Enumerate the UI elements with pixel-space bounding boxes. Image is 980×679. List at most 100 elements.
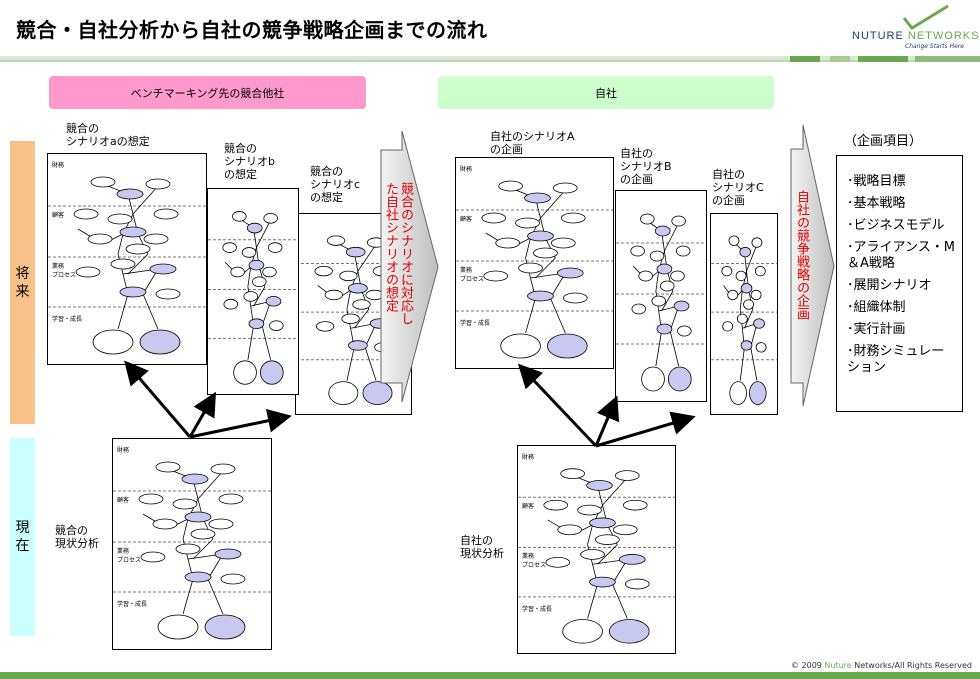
competitor-banner: ベンチマーキング先の競合他社 — [49, 76, 366, 109]
self-arrow-b — [594, 395, 620, 447]
strategy-node — [547, 333, 588, 359]
strategy-node — [753, 318, 765, 329]
map-category-label: 業務 プロセス — [460, 267, 485, 283]
strategy-node — [612, 524, 638, 536]
strategy-node — [339, 270, 358, 282]
strategy-node — [562, 619, 603, 644]
strategy-node — [755, 342, 767, 353]
self-banner: 自社 — [438, 76, 774, 109]
comp-arrow-b — [188, 391, 216, 438]
future-band: 将 来 — [10, 141, 35, 424]
self-current-label: 自社の 現状分析 — [460, 534, 504, 560]
strategy-node — [140, 551, 166, 563]
strategy-node — [315, 321, 335, 332]
map-category-label: 顧客 — [460, 216, 473, 223]
header-divider — [0, 56, 980, 62]
self-strategy-arrow — [790, 124, 835, 407]
strategy-node — [208, 518, 234, 530]
strategy-node — [184, 511, 212, 523]
plan-items-box: ･戦略目標 ･基本戦略 ･ビジネスモデル ･アライアンス・M ＆A戦略 ･展開シ… — [836, 155, 963, 412]
copyright-brand: Nuture — [824, 661, 852, 670]
self-map-b — [615, 190, 707, 402]
strategy-node — [233, 360, 257, 385]
strategy-node — [668, 366, 692, 392]
strategy-node — [248, 259, 265, 271]
strategy-node — [73, 208, 99, 220]
strategy-node — [269, 320, 284, 331]
logo: NUTURE NETWORKS — [852, 30, 979, 42]
comp-arrow-c — [189, 408, 292, 439]
strategy-node — [595, 534, 620, 545]
strategy-node — [527, 290, 554, 302]
strategy-node — [631, 303, 647, 315]
strategy-node — [630, 245, 645, 257]
strategy-node — [728, 235, 740, 246]
strategy-node — [155, 461, 181, 473]
strategy-node — [139, 329, 181, 355]
logo-checkmark-icon — [902, 4, 949, 30]
map-category-label: 学習・成長 — [52, 316, 83, 323]
strategy-node — [577, 504, 602, 516]
map-category-label: 財務 — [52, 162, 65, 169]
strategy-node — [580, 549, 605, 560]
strategy-node — [314, 265, 333, 277]
strategy-node — [143, 233, 169, 245]
strategy-node — [138, 493, 164, 505]
strategy-node — [75, 266, 101, 278]
strategy-node — [190, 528, 216, 540]
strategy-node — [609, 619, 650, 644]
strategy-node — [222, 242, 237, 253]
strategy-node — [675, 245, 691, 257]
strategy-node — [184, 571, 212, 583]
logo-brand2: NETWORKS — [907, 30, 980, 42]
strategy-node — [498, 180, 523, 192]
comp-map-a: 財務顧客業務 プロセス学習・成長 — [47, 153, 207, 365]
strategy-node — [729, 381, 747, 405]
strategy-node — [618, 554, 646, 565]
strategy-node — [740, 283, 753, 294]
strategy-node — [736, 313, 748, 324]
strategy-node — [543, 499, 569, 511]
strategy-node — [515, 217, 540, 229]
strategy-node — [751, 237, 763, 248]
plan-item: ･財務シミュレー ション — [847, 344, 945, 375]
map-category-label: 顧客 — [522, 503, 535, 511]
strategy-node — [223, 298, 239, 310]
strategy-node — [348, 340, 368, 351]
strategy-node — [560, 212, 586, 224]
strategy-node — [110, 258, 136, 270]
copyright-suffix: Networks/All Rights Reserved — [851, 661, 972, 670]
strategy-node — [481, 212, 507, 224]
plan-heading: （企画項目） — [844, 134, 923, 149]
present-label: 現 在 — [15, 520, 30, 554]
strategy-node — [518, 262, 543, 274]
comp-scenario-b-label: 競合の シナリオb の想定 — [224, 142, 275, 181]
competitor-scenario-arrow-text: 競合のシナリオに対応し た自社シナリオの想定 — [383, 182, 413, 325]
strategy-node — [654, 225, 671, 237]
strategy-node — [214, 548, 242, 560]
strategy-node — [230, 266, 245, 278]
self-scenario-c-label: 自社の シナリオC の企画 — [712, 168, 764, 207]
strategy-node — [524, 192, 551, 204]
strategy-node — [157, 614, 199, 640]
strategy-node — [362, 381, 393, 405]
strategy-node — [248, 318, 265, 329]
strategy-node — [175, 543, 201, 555]
self-scenario-a-label: 自社のシナリオA の企画 — [490, 130, 575, 156]
map-category-label: 顧客 — [52, 212, 65, 219]
strategy-node — [352, 299, 371, 310]
strategy-node — [116, 188, 144, 200]
comp-current-label: 競合の 現状分析 — [55, 524, 99, 550]
strategy-node — [527, 230, 554, 242]
strategy-node — [556, 267, 584, 279]
strategy-node — [145, 178, 171, 190]
strategy-node — [649, 250, 665, 262]
copyright: © 2009 Nuture Networks/All Rights Reserv… — [791, 661, 972, 670]
strategy-node — [754, 265, 766, 277]
strategy-node — [90, 176, 116, 188]
strategy-node — [172, 498, 198, 510]
self-arrow-a — [517, 363, 598, 448]
plan-item: ･ビジネスモデル — [847, 218, 945, 233]
strategy-node — [324, 289, 343, 301]
